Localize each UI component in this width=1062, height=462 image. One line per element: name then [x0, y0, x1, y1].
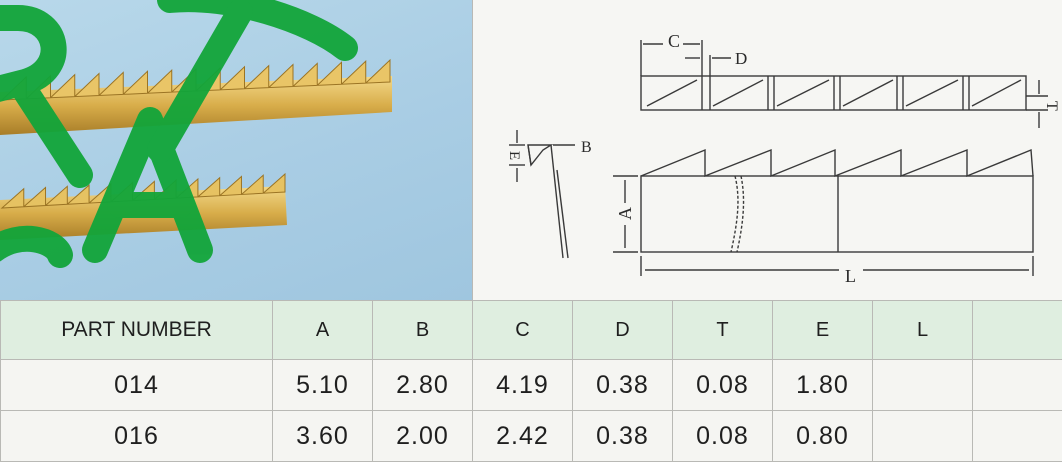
cell-t: 0.08: [673, 411, 773, 462]
serrated-strip-photo: [0, 0, 472, 300]
dimension-l: [641, 256, 1033, 276]
cell-e: 0.80: [773, 411, 873, 462]
header-t: T: [673, 301, 773, 360]
cell-l: [873, 411, 973, 462]
spec-table: PART NUMBER A B C D T E L 014 5.10 2.80 …: [0, 300, 1062, 462]
cell-extra: [973, 360, 1062, 411]
header-d: D: [573, 301, 673, 360]
label-e: E: [506, 151, 522, 160]
header-b: B: [373, 301, 473, 360]
cell-c: 2.42: [473, 411, 573, 462]
cell-c: 4.19: [473, 360, 573, 411]
dimension-drawing: C D B E T A L: [473, 0, 1062, 300]
label-b: B: [581, 139, 592, 156]
label-l: L: [845, 266, 856, 286]
cell-t: 0.08: [673, 360, 773, 411]
dimension-c-d: [641, 40, 731, 76]
label-c: C: [668, 31, 680, 51]
header-part-number: PART NUMBER: [1, 301, 273, 360]
cell-b: 2.80: [373, 360, 473, 411]
header-l: L: [873, 301, 973, 360]
cell-a: 3.60: [273, 411, 373, 462]
header-e: E: [773, 301, 873, 360]
cell-part-number: 016: [1, 411, 273, 462]
label-d: D: [735, 49, 747, 68]
side-profile: [509, 130, 575, 258]
cell-l: [873, 360, 973, 411]
front-view: [641, 150, 1033, 252]
table-row: 014 5.10 2.80 4.19 0.38 0.08 1.80: [1, 360, 1062, 411]
label-a: A: [615, 207, 635, 220]
cell-a: 5.10: [273, 360, 373, 411]
table-header-row: PART NUMBER A B C D T E L: [1, 301, 1062, 360]
header-c: C: [473, 301, 573, 360]
cell-extra: [973, 411, 1062, 462]
table-row: 016 3.60 2.00 2.42 0.38 0.08 0.80: [1, 411, 1062, 462]
technical-drawing: C D B E T A L: [472, 0, 1062, 300]
top-view: [641, 76, 1026, 110]
cell-b: 2.00: [373, 411, 473, 462]
header-extra: [973, 301, 1062, 360]
header-a: A: [273, 301, 373, 360]
product-photo: [0, 0, 472, 300]
cell-e: 1.80: [773, 360, 873, 411]
cell-d: 0.38: [573, 411, 673, 462]
cell-part-number: 014: [1, 360, 273, 411]
label-t: T: [1043, 101, 1060, 111]
cell-d: 0.38: [573, 360, 673, 411]
